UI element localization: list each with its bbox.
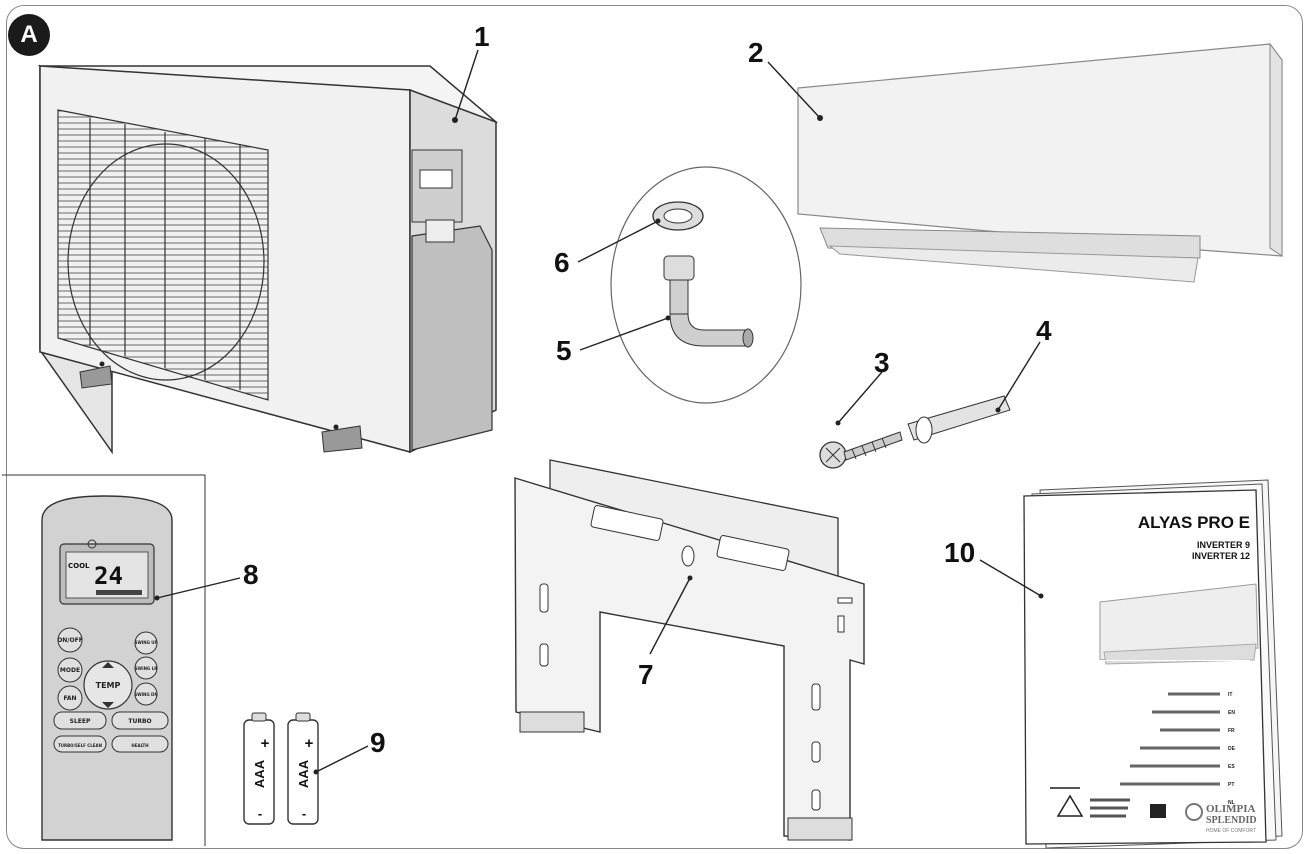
battery-2-plus: + xyxy=(305,735,314,752)
remote-control xyxy=(2,474,206,846)
indoor-unit xyxy=(797,42,1283,283)
figure-badge: A xyxy=(8,14,50,56)
btn-swing-up: SWING UP xyxy=(135,640,158,645)
label-2: 2 xyxy=(748,37,764,68)
lang-it: IT xyxy=(1228,692,1232,698)
mounting-plate xyxy=(514,459,865,841)
label-8: 8 xyxy=(243,559,259,590)
brand-tagline: HOME OF COMFORT xyxy=(1206,828,1256,834)
drain-fitting-detail xyxy=(610,166,802,404)
batteries xyxy=(243,712,319,825)
btn-health: HEALTH xyxy=(131,743,148,748)
outdoor-unit xyxy=(37,64,499,455)
manual-model-1: INVERTER 9 xyxy=(1197,540,1250,550)
btn-swing-lr: SWING LR xyxy=(135,666,157,671)
battery-2-minus: - xyxy=(302,806,306,821)
battery-1-plus: + xyxy=(261,735,270,752)
btn-mode: MODE xyxy=(60,667,80,674)
brand-line-2: SPLENDID xyxy=(1206,815,1257,826)
battery-2-label: AAA xyxy=(296,759,311,788)
leader-lines xyxy=(156,49,1042,773)
lang-nl: NL xyxy=(1228,800,1235,806)
screw-and-wall-plug xyxy=(819,395,1011,469)
callout-numbers: 1 2 3 4 5 6 7 8 9 10 xyxy=(243,21,1052,758)
btn-onoff: ON/OFF xyxy=(57,637,83,644)
battery-1-label: AAA xyxy=(252,759,267,788)
label-1: 1 xyxy=(474,21,490,52)
lang-de: DE xyxy=(1228,746,1236,752)
label-6: 6 xyxy=(554,247,570,278)
remote-temperature: 24 xyxy=(94,562,123,590)
btn-fan: FAN xyxy=(63,695,76,702)
lang-fr: FR xyxy=(1228,728,1235,734)
battery-1-minus: - xyxy=(258,806,262,821)
btn-sleep: SLEEP xyxy=(70,718,91,725)
label-7: 7 xyxy=(638,659,654,690)
btn-self-clean: TURBO/SELF CLEAN xyxy=(58,743,102,748)
btn-temp: TEMP xyxy=(96,681,121,690)
label-10: 10 xyxy=(944,537,975,568)
lang-pt: PT xyxy=(1228,782,1234,788)
label-4: 4 xyxy=(1036,315,1052,346)
manual-title: ALYAS PRO E xyxy=(1138,513,1250,532)
label-3: 3 xyxy=(874,347,890,378)
label-5: 5 xyxy=(556,335,572,366)
label-9: 9 xyxy=(370,727,386,758)
btn-turbo: TURBO xyxy=(128,718,151,725)
btn-swing-dn: SWING DN xyxy=(134,692,157,697)
remote-mode: COOL xyxy=(68,562,90,570)
lang-en: EN xyxy=(1228,710,1235,716)
brand-line-1: OLIMPIA xyxy=(1206,803,1256,815)
user-manual xyxy=(1023,479,1283,849)
manual-model-2: INVERTER 12 xyxy=(1192,551,1250,561)
lang-es: ES xyxy=(1228,764,1235,770)
